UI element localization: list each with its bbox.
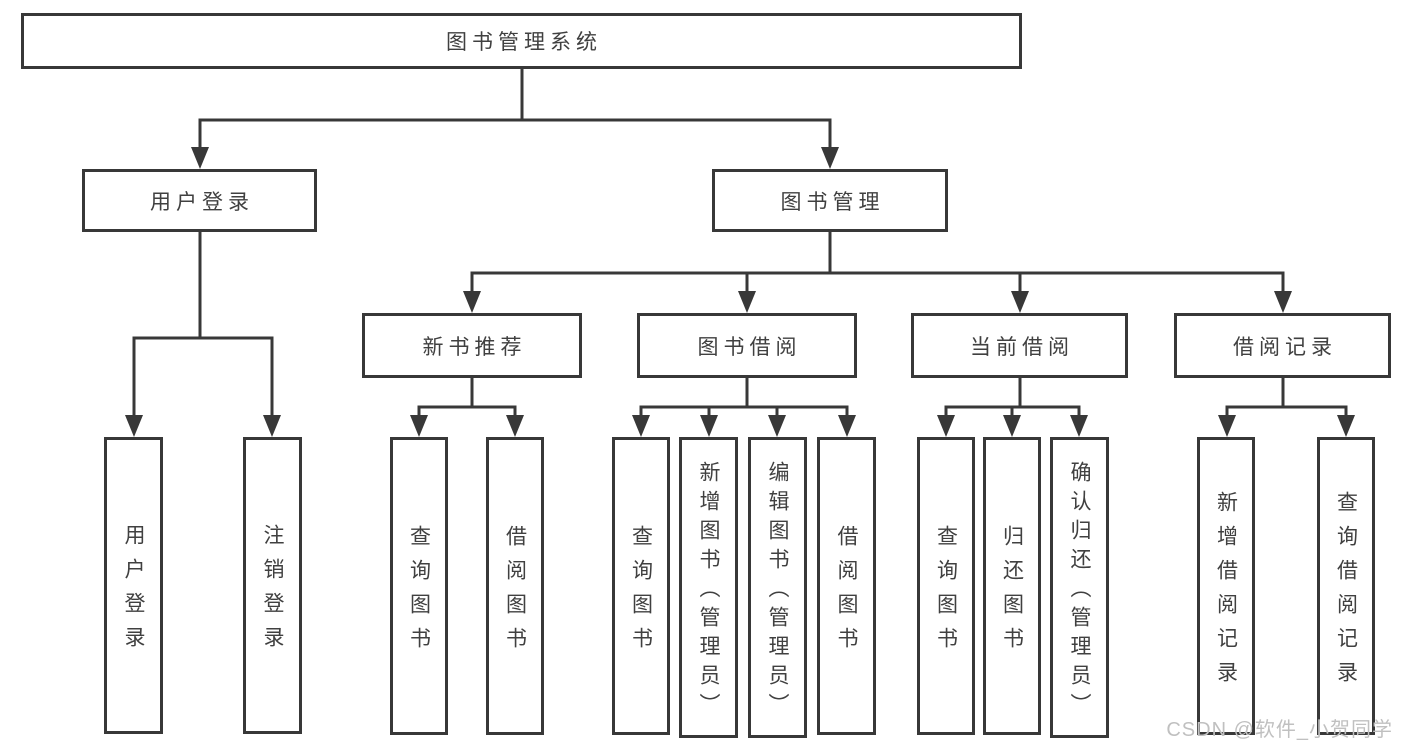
- node-query-books-3-label: 查询图书: [934, 524, 958, 661]
- node-confirm-return-admin-label: 确认归还（管理员）: [1068, 461, 1092, 722]
- node-user-login: 用户登录: [82, 169, 317, 232]
- connector-path: [132, 68, 1348, 420]
- node-borrow-books-2: 借阅图书: [817, 437, 876, 735]
- node-query-borrow-record: 查询借阅记录: [1317, 437, 1375, 735]
- arrowhead-icons: [125, 147, 1355, 437]
- node-edit-book-admin: 编辑图书（管理员）: [748, 437, 807, 738]
- node-query-books-2-label: 查询图书: [629, 524, 653, 661]
- node-borrow-records: 借阅记录: [1174, 313, 1391, 378]
- node-query-books-1: 查询图书: [390, 437, 448, 735]
- node-query-books-3: 查询图书: [917, 437, 975, 735]
- node-borrow-books-2-label: 借阅图书: [835, 524, 859, 661]
- node-edit-book-admin-label: 编辑图书（管理员）: [766, 461, 790, 722]
- node-book-management-label: 图书管理: [780, 190, 885, 214]
- node-add-borrow-record-label: 新增借阅记录: [1214, 490, 1238, 695]
- node-borrow-books-1-label: 借阅图书: [503, 524, 527, 661]
- node-current-borrow-label: 当前借阅: [970, 335, 1074, 359]
- node-logout-leaf: 注销登录: [243, 437, 302, 734]
- node-root-label: 图书管理系统: [446, 31, 602, 54]
- node-new-book-recommend-label: 新书推荐: [422, 335, 527, 359]
- node-user-login-label: 用户登录: [150, 190, 254, 214]
- node-new-book-recommend: 新书推荐: [362, 313, 582, 378]
- node-borrow-records-label: 借阅记录: [1233, 335, 1337, 359]
- node-query-borrow-record-label: 查询借阅记录: [1334, 490, 1358, 695]
- node-user-login-leaf: 用户登录: [104, 437, 163, 734]
- node-query-books-2: 查询图书: [612, 437, 670, 735]
- csdn-watermark: CSDN @软件_小贺同学: [1166, 719, 1393, 741]
- node-add-borrow-record: 新增借阅记录: [1197, 437, 1255, 735]
- node-book-borrow: 图书借阅: [637, 313, 857, 378]
- node-book-borrow-label: 图书借阅: [697, 335, 802, 359]
- node-user-login-leaf-label: 用户登录: [122, 524, 146, 660]
- node-add-book-admin: 新增图书（管理员）: [679, 437, 738, 738]
- node-query-books-1-label: 查询图书: [407, 524, 431, 661]
- node-return-book-label: 归还图书: [1000, 524, 1024, 661]
- node-borrow-books-1: 借阅图书: [486, 437, 544, 735]
- node-add-book-admin-label: 新增图书（管理员）: [697, 461, 721, 722]
- node-book-management: 图书管理: [712, 169, 948, 232]
- node-root: 图书管理系统: [21, 13, 1022, 69]
- node-return-book: 归还图书: [983, 437, 1041, 735]
- node-confirm-return-admin: 确认归还（管理员）: [1050, 437, 1109, 738]
- node-current-borrow: 当前借阅: [911, 313, 1128, 378]
- node-logout-leaf-label: 注销登录: [261, 524, 285, 660]
